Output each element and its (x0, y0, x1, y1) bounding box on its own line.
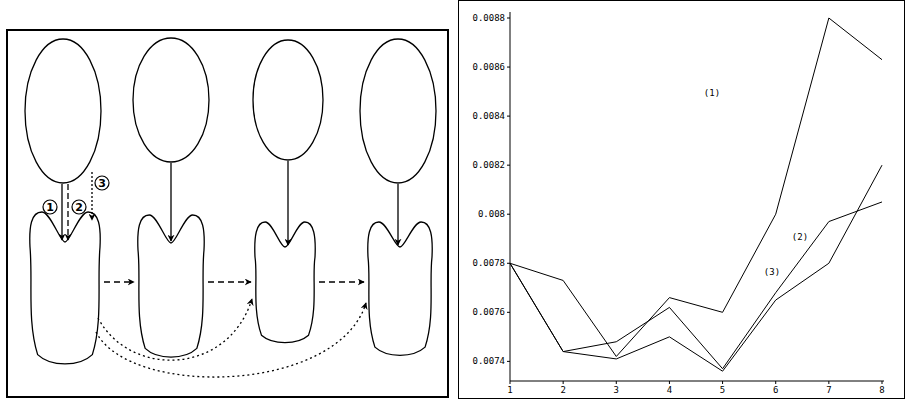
ellipse-cell (360, 39, 436, 183)
tick-mark (563, 381, 564, 384)
callout-circle: 1 (42, 199, 58, 215)
flow-arrow (170, 163, 171, 241)
tick-mark (828, 381, 829, 384)
tick-mark (510, 381, 511, 384)
y-tick-label: 0.0076 (472, 308, 505, 317)
tick-mark (507, 165, 510, 166)
tick-mark (507, 67, 510, 68)
x-tick-label: 7 (826, 386, 831, 395)
y-tick-label: 0.0084 (472, 112, 505, 121)
molar-shape (368, 222, 432, 355)
flow-arrow (96, 303, 366, 377)
y-tick-label: 0.0082 (472, 161, 505, 170)
x-tick-label: 6 (773, 386, 778, 395)
tick-mark (882, 381, 883, 384)
series-label: (1) (704, 89, 720, 98)
callout-number: 1 (46, 202, 54, 213)
data-line (510, 202, 882, 369)
y-tick-label: 0.0074 (472, 357, 505, 366)
flow-arrow (104, 281, 134, 282)
tick-mark (507, 312, 510, 313)
ellipse-cell (25, 39, 101, 183)
ellipse-cell (133, 38, 209, 162)
flow-arrow (319, 281, 364, 282)
panel-frame (7, 30, 448, 397)
tick-mark (507, 116, 510, 117)
flow-arrow (287, 161, 288, 245)
flow-arrow (208, 281, 251, 282)
y-tick-label: 0.008 (478, 210, 505, 219)
tick-mark (507, 263, 510, 264)
x-axis (510, 381, 884, 382)
tick-mark (722, 381, 723, 384)
x-tick-label: 3 (614, 386, 619, 395)
x-tick-label: 5 (720, 386, 725, 395)
tick-mark (616, 381, 617, 384)
x-tick-label: 8 (879, 386, 884, 395)
flow-arrow (397, 184, 398, 245)
callout-number: 3 (98, 178, 106, 189)
molar-shape (255, 222, 315, 343)
x-tick-label: 1 (507, 386, 512, 395)
callout-number: 2 (75, 202, 83, 213)
callout-circle: 3 (94, 175, 110, 191)
flow-arrow (67, 184, 68, 240)
flow-arrow (98, 299, 252, 360)
y-tick-label: 0.0086 (472, 63, 505, 72)
tick-mark (669, 381, 670, 384)
flow-arrow (91, 172, 92, 220)
x-tick-label: 2 (560, 386, 565, 395)
x-tick-label: 4 (667, 386, 672, 395)
tick-mark (775, 381, 776, 384)
chart-frame (459, 1, 905, 399)
tick-mark (507, 214, 510, 215)
ellipse-cell (253, 40, 323, 160)
molar-shape (30, 212, 100, 364)
flow-arrow (61, 184, 62, 240)
series-label: (3) (764, 268, 780, 277)
data-line (510, 165, 882, 371)
data-line (510, 18, 882, 356)
callout-circle: 2 (71, 199, 87, 215)
series-label: (2) (792, 233, 808, 242)
y-tick-label: 0.0078 (472, 259, 505, 268)
y-tick-label: 0.0088 (472, 14, 505, 23)
tick-mark (507, 361, 510, 362)
tick-mark (507, 18, 510, 19)
